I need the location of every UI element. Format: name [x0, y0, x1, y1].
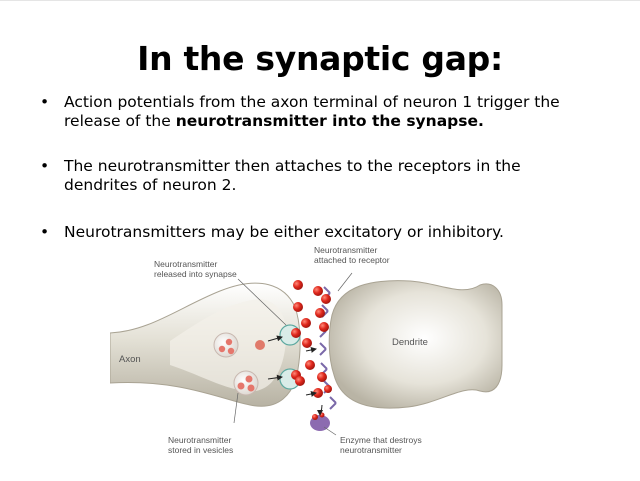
- dendrite: [328, 280, 503, 409]
- label-line: attached to receptor: [314, 255, 390, 265]
- bullet-line: The neurotransmitter then attaches to th…: [64, 157, 521, 175]
- label-neurotransmitter-attached: Neurotransmitter attached to receptor: [314, 245, 390, 265]
- bullet-text: Action potentials from the axon terminal…: [64, 93, 619, 131]
- bullet-text: The neurotransmitter then attaches to th…: [64, 157, 619, 195]
- label-line: Enzyme that destroys: [340, 435, 422, 445]
- arrow-group: [267, 335, 324, 416]
- label-enzyme: Enzyme that destroys neurotransmitter: [340, 435, 422, 455]
- label-line: Neurotransmitter: [314, 245, 378, 255]
- bullet-line: Neurotransmitters may be either excitato…: [64, 223, 504, 241]
- label-axon: Axon: [119, 354, 141, 365]
- label-line: released into synapse: [154, 269, 237, 279]
- bullet-symbol: •: [40, 223, 50, 241]
- neurotransmitter-group: [291, 280, 332, 398]
- label-line: stored in vesicles: [168, 445, 234, 455]
- label-neurotransmitter-stored: Neurotransmitter stored in vesicles: [168, 435, 233, 455]
- bullet-line: release of the neurotransmitter into the…: [64, 112, 619, 131]
- bullet-text-prefix: release of the: [64, 112, 176, 130]
- enzyme-shape: [310, 412, 330, 431]
- synapse-diagram: Neurotransmitter released into synapse N…: [109, 245, 510, 463]
- label-line: Neurotransmitter: [154, 259, 218, 269]
- slide-title: In the synaptic gap:: [137, 39, 503, 78]
- bullet-text: Neurotransmitters may be either excitato…: [64, 223, 619, 242]
- synapse-illustration: [109, 272, 503, 436]
- bullet-bold-text: neurotransmitter into the synapse.: [175, 112, 484, 130]
- bullet-symbol: •: [40, 157, 50, 175]
- label-dendrite: Dendrite: [392, 337, 428, 348]
- vesicle-group: [213, 324, 301, 396]
- label-line: neurotransmitter: [340, 445, 402, 455]
- bullet-line: Action potentials from the axon terminal…: [64, 93, 560, 111]
- label-neurotransmitter-released: Neurotransmitter released into synapse: [154, 259, 237, 279]
- bullet-line: dendrites of neuron 2.: [64, 176, 237, 194]
- bullet-symbol: •: [40, 93, 50, 111]
- label-line: Neurotransmitter: [168, 435, 232, 445]
